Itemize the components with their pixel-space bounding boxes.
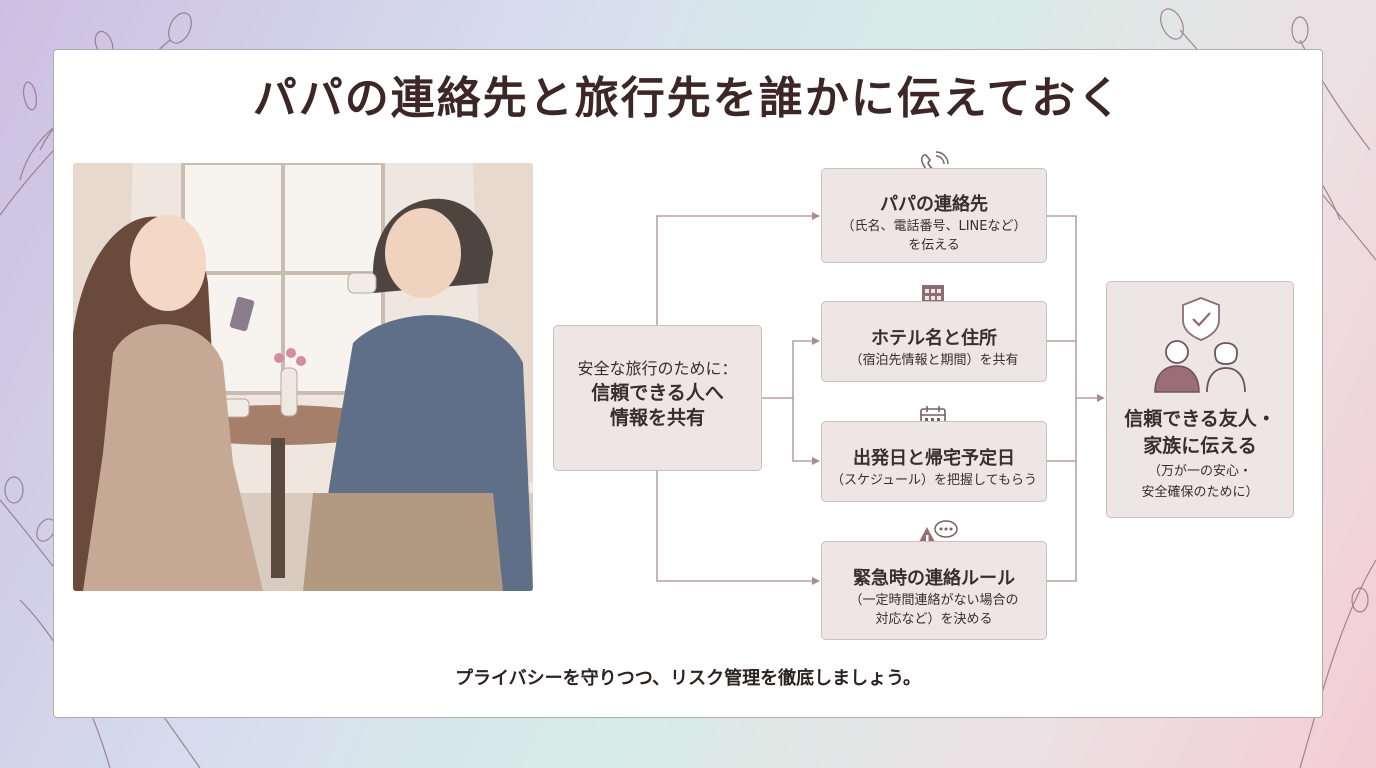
couple-cafe-illustration bbox=[73, 163, 533, 591]
item-sub: （スケジュール）を把握してもらう bbox=[830, 473, 1038, 488]
center-line1: 安全な旅行のために： bbox=[577, 359, 738, 378]
center-info-box: 安全な旅行のために： 信頼できる人へ 情報を共有 bbox=[553, 325, 762, 471]
result-line2: 家族に伝える bbox=[1143, 435, 1257, 457]
emergency-rule-box: 緊急時の連絡ルール （一定時間連絡がない場合の 対応など）を決める bbox=[821, 541, 1047, 640]
item-title: 出発日と帰宅予定日 bbox=[853, 448, 1015, 469]
shield-people-icon bbox=[1154, 297, 1246, 393]
item-title: パパの連絡先 bbox=[880, 194, 988, 215]
item-sub: 対応など）を決める bbox=[875, 612, 993, 627]
result-line1: 信頼できる友人・ bbox=[1124, 408, 1276, 430]
page-title: パパの連絡先と旅行先を誰かに伝えておく bbox=[252, 73, 1124, 124]
item-title: ホテル名と住所 bbox=[871, 328, 997, 349]
item-title: 緊急時の連絡ルール bbox=[853, 568, 1015, 589]
item-sub: （宿泊先情報と期間）を共有 bbox=[849, 353, 1019, 368]
center-line2: 信頼できる人へ bbox=[591, 382, 724, 404]
hotel-info-box: ホテル名と住所 （宿泊先情報と期間）を共有 bbox=[821, 301, 1047, 382]
result-sub1: （万が一の安心・ bbox=[1147, 464, 1252, 479]
item-sub: （氏名、電話番号、LINEなど） bbox=[841, 219, 1027, 234]
item-sub: を伝える bbox=[908, 238, 960, 253]
schedule-info-box: 出発日と帰宅予定日 （スケジュール）を把握してもらう bbox=[821, 421, 1047, 502]
footer-note: プライバシーを守りつつ、リスク管理を徹底しましょう。 bbox=[454, 668, 922, 689]
contact-info-box: パパの連絡先 （氏名、電話番号、LINEなど） を伝える bbox=[821, 168, 1047, 263]
item-sub: （一定時間連絡がない場合の bbox=[849, 593, 1019, 608]
trusted-people-box: 信頼できる友人・ 家族に伝える （万が一の安心・ 安全確保のために） bbox=[1106, 281, 1294, 518]
result-sub2: 安全確保のために） bbox=[1141, 485, 1259, 500]
center-line3: 情報を共有 bbox=[609, 407, 705, 429]
